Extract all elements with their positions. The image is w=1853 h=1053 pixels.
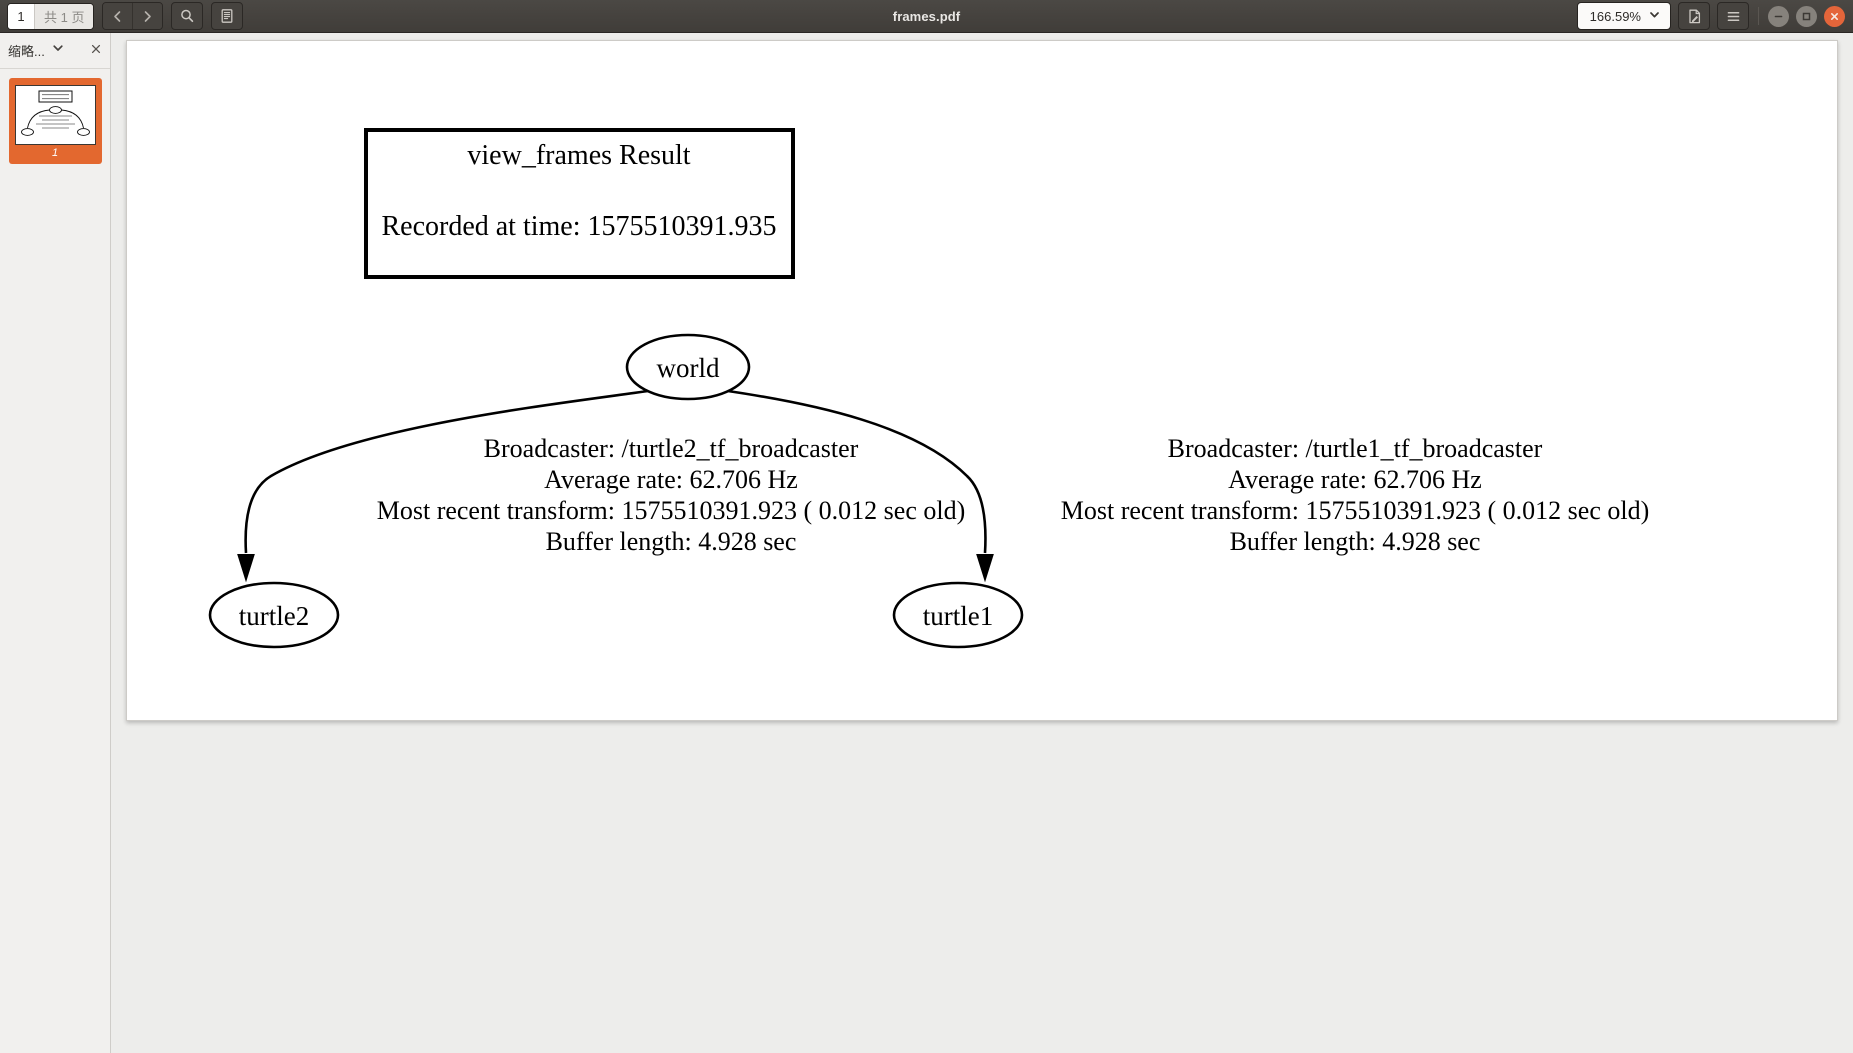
zoom-level-value: 166.59% (1589, 8, 1641, 24)
sidebar-header: 缩略... (0, 33, 110, 69)
window-title: frames.pdf (892, 8, 961, 24)
thumbnail-diagram-icon (20, 90, 90, 136)
edge-label-right-rate: Average rate: 62.706 Hz (1228, 465, 1482, 494)
thumbnail-page-label: 1 (51, 147, 59, 159)
list-item[interactable]: 1 (8, 78, 102, 164)
toolbar-left-group: 1 共 1 页 (0, 2, 244, 30)
tf-frames-graph: view_frames Result Recorded at time: 157… (208, 128, 1650, 649)
node-turtle1 (892, 581, 1024, 649)
pdf-page: view_frames Result Recorded at time: 157… (126, 40, 1838, 721)
minimize-icon (1772, 10, 1785, 23)
document-outline-icon (219, 8, 235, 24)
page-nav-buttons (102, 2, 164, 30)
title-box (364, 128, 795, 279)
sidebar-title: 缩略... (8, 44, 45, 59)
edge-label-left-recent: Most recent transform: 1575510391.923 ( … (377, 496, 966, 525)
chevron-right-icon (140, 9, 155, 24)
arrowhead-turtle2 (237, 554, 255, 583)
search-icon (179, 8, 195, 24)
close-icon (1828, 10, 1841, 23)
thumbnail-list: 1 (0, 69, 110, 164)
annotate-document-icon (1686, 8, 1703, 25)
edge-world-turtle1 (724, 389, 987, 554)
graph-recorded-time: Recorded at time: 1575510391.935 (381, 211, 776, 242)
edge-label-right-recent: Most recent transform: 1575510391.923 ( … (1061, 496, 1650, 525)
edge-label-left-broadcaster: Broadcaster: /turtle2_tf_broadcaster (484, 434, 859, 463)
toolbar-separator (1758, 7, 1759, 25)
node-world (625, 333, 751, 401)
edge-label-left-rate: Average rate: 62.706 Hz (544, 465, 798, 494)
node-turtle2-label: turtle2 (239, 601, 309, 631)
edge-label-right-broadcaster: Broadcaster: /turtle1_tf_broadcaster (1168, 434, 1543, 463)
next-page-button[interactable] (132, 3, 163, 29)
toolbar: 1 共 1 页 (0, 0, 1853, 33)
close-icon (90, 42, 102, 60)
maximize-button[interactable] (1796, 5, 1817, 27)
document-view[interactable]: view_frames Result Recorded at time: 157… (111, 33, 1853, 1053)
chevron-down-icon (51, 41, 65, 60)
graph-heading: view_frames Result (467, 140, 690, 171)
sidebar-mode-dropdown[interactable] (51, 41, 65, 60)
edge-world-turtle2 (244, 389, 652, 554)
chevron-left-icon (110, 9, 125, 24)
search-button[interactable] (171, 2, 204, 30)
zoom-select[interactable]: 166.59% (1576, 2, 1671, 30)
node-turtle1-label: turtle1 (923, 601, 993, 631)
edge-label-left-buffer: Buffer length: 4.928 sec (546, 527, 797, 556)
previous-page-button[interactable] (103, 3, 133, 29)
node-turtle2 (208, 581, 340, 649)
page-total-label: 共 1 页 (34, 3, 94, 29)
page-number-input[interactable]: 1 (8, 3, 34, 29)
outline-toggle-button[interactable] (211, 2, 244, 30)
thumbnail-preview (14, 85, 96, 145)
node-world-label: world (657, 353, 720, 383)
maximize-icon (1800, 10, 1813, 23)
edge-label-right-buffer: Buffer length: 4.928 sec (1230, 527, 1481, 556)
thumbnail-sidebar: 缩略... (0, 33, 111, 1053)
hamburger-menu-icon (1725, 8, 1742, 25)
chevron-down-icon (1648, 8, 1661, 24)
page-navigation-box: 1 共 1 页 (7, 2, 95, 30)
toolbar-right-group: 166.59% (1576, 2, 1845, 30)
close-button[interactable] (1824, 5, 1845, 27)
annotate-button[interactable] (1678, 2, 1710, 30)
main-menu-button[interactable] (1717, 2, 1749, 30)
arrowhead-turtle1 (976, 554, 994, 583)
minimize-button[interactable] (1768, 5, 1789, 27)
sidebar-close-button[interactable] (88, 40, 104, 62)
